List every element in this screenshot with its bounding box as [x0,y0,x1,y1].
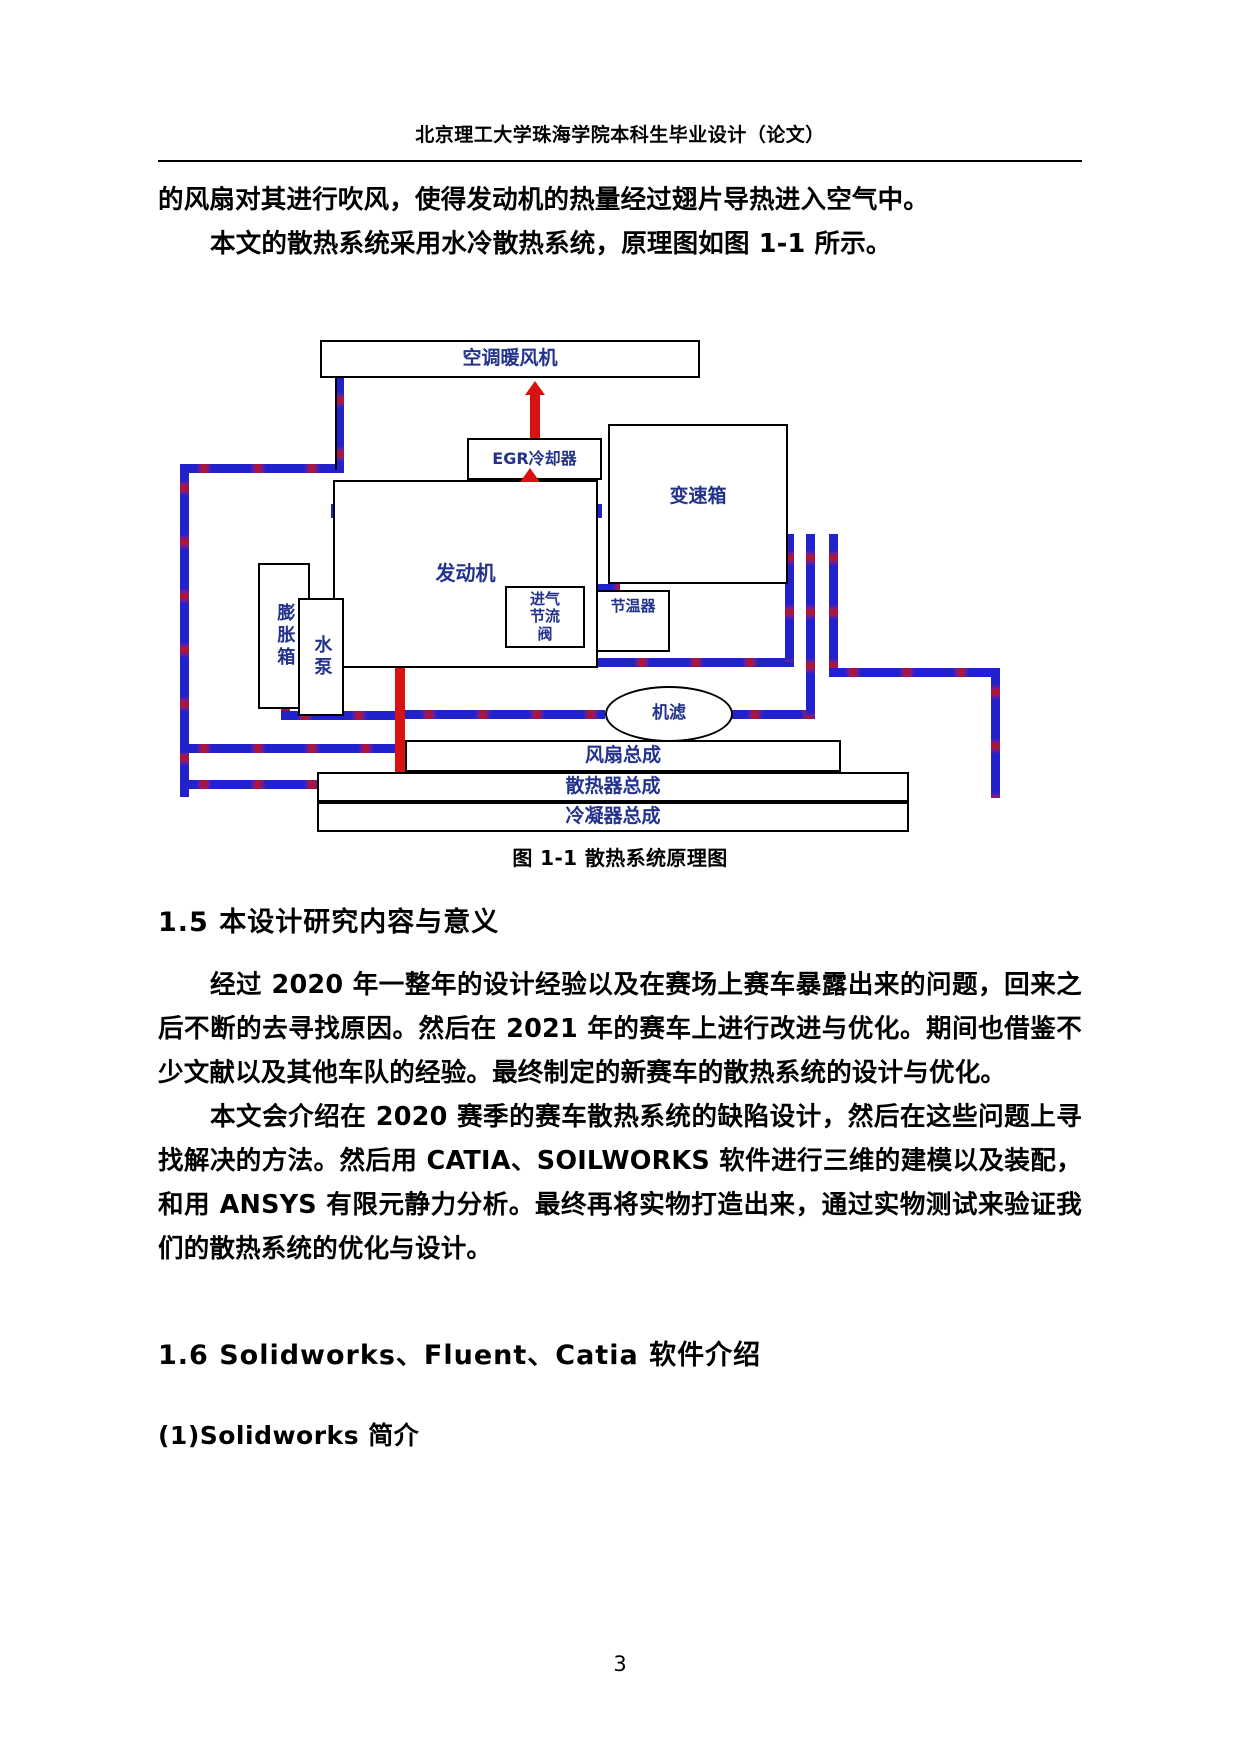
section-1-5-body: 经过 2020 年一整年的设计经验以及在赛场上赛车暴露出来的问题，回来之后不断的… [158,963,1082,1271]
pipe-thermostat-down [785,534,794,662]
pipe-oilfilter-riser [806,534,815,716]
node-egr-cooler-label: EGR冷却器 [492,448,577,468]
connector-hvac [335,376,337,470]
paragraph-continuation: 的风扇对其进行吹风，使得发动机的热量经过翅片导热进入空气中。 [158,185,930,215]
node-expansion-tank-label: 膨胀箱 [274,603,296,669]
figure-caption: 图 1-1 散热系统原理图 [512,846,728,870]
paragraph-1-5-a: 经过 2020 年一整年的设计经验以及在赛场上赛车暴露出来的问题，回来之后不断的… [158,970,1082,1088]
pipe-thermostat-return [402,658,794,667]
node-hvac-label: 空调暖风机 [462,347,558,370]
pipe-right-outer-riser [991,668,1000,798]
node-engine-label: 发动机 [435,561,496,585]
pipe-egr-to-hvac [530,394,540,438]
node-water-pump: 水泵 [298,598,344,716]
node-oil-filter: 机滤 [605,686,733,742]
cooling-system-diagram: 空调暖风机 EGR冷却器 变速箱 发动机 膨胀箱 水泵 进气节流阀 节温器 [153,328,1077,832]
node-oil-filter-label: 机滤 [652,703,686,724]
node-intake-throttle: 进气节流阀 [505,586,585,648]
header-divider [158,160,1082,162]
node-fan-assembly: 风扇总成 [405,740,841,772]
arrow-egr-icon [520,468,540,482]
pipe-stub-engine-right [596,504,602,518]
figure-1-1: 空调暖风机 EGR冷却器 变速箱 发动机 膨胀箱 水泵 进气节流阀 节温器 [158,328,1082,870]
heading-section-1-6: 1.6 Solidworks、Fluent、Catia 软件介绍 [158,1340,762,1371]
pipe-hvac-down [335,376,344,471]
arrow-hvac-icon [525,381,545,395]
pipe-hvac-left [180,464,344,473]
heading-subsection-solidworks: (1)Solidworks 简介 [158,1421,420,1450]
node-condenser-assembly: 冷凝器总成 [317,802,909,832]
node-fan-assembly-label: 风扇总成 [584,744,661,767]
pipe-right-inner-riser [829,534,838,676]
paragraph-1-5-b: 本文会介绍在 2020 赛季的赛车散热系统的缺陷设计，然后在这些问题上寻找解决的… [158,1102,1082,1264]
heading-section-1-5: 1.5 本设计研究内容与意义 [158,907,500,938]
page-number: 3 [613,1652,627,1676]
pipe-stub-transmission [596,584,620,591]
node-transmission: 变速箱 [608,424,788,584]
node-intake-throttle-label: 进气节流阀 [529,590,560,643]
node-radiator-assembly: 散热器总成 [317,772,909,802]
node-thermostat-label: 节温器 [610,597,656,615]
pipe-right-horizontal [829,668,999,677]
node-thermostat: 节温器 [596,590,670,652]
pipe-bottom-left-a [180,744,400,753]
paragraph-intro: 本文的散热系统采用水冷散热系统，原理图如图 1-1 所示。 [210,229,892,259]
node-radiator-assembly-label: 散热器总成 [565,775,661,798]
pipe-center-red-riser [395,662,405,810]
pipe-oilfilter-right [731,710,815,719]
node-transmission-label: 变速箱 [669,485,727,507]
node-water-pump-label: 水泵 [311,635,333,679]
node-condenser-assembly-label: 冷凝器总成 [565,805,661,828]
node-hvac: 空调暖风机 [320,340,700,378]
running-head: 北京理工大学珠海学院本科生毕业设计（论文） [415,124,825,146]
pipe-left-riser [180,464,189,797]
pipe-bottom-left-b [180,780,402,789]
pipe-oilfilter-left [405,710,605,719]
